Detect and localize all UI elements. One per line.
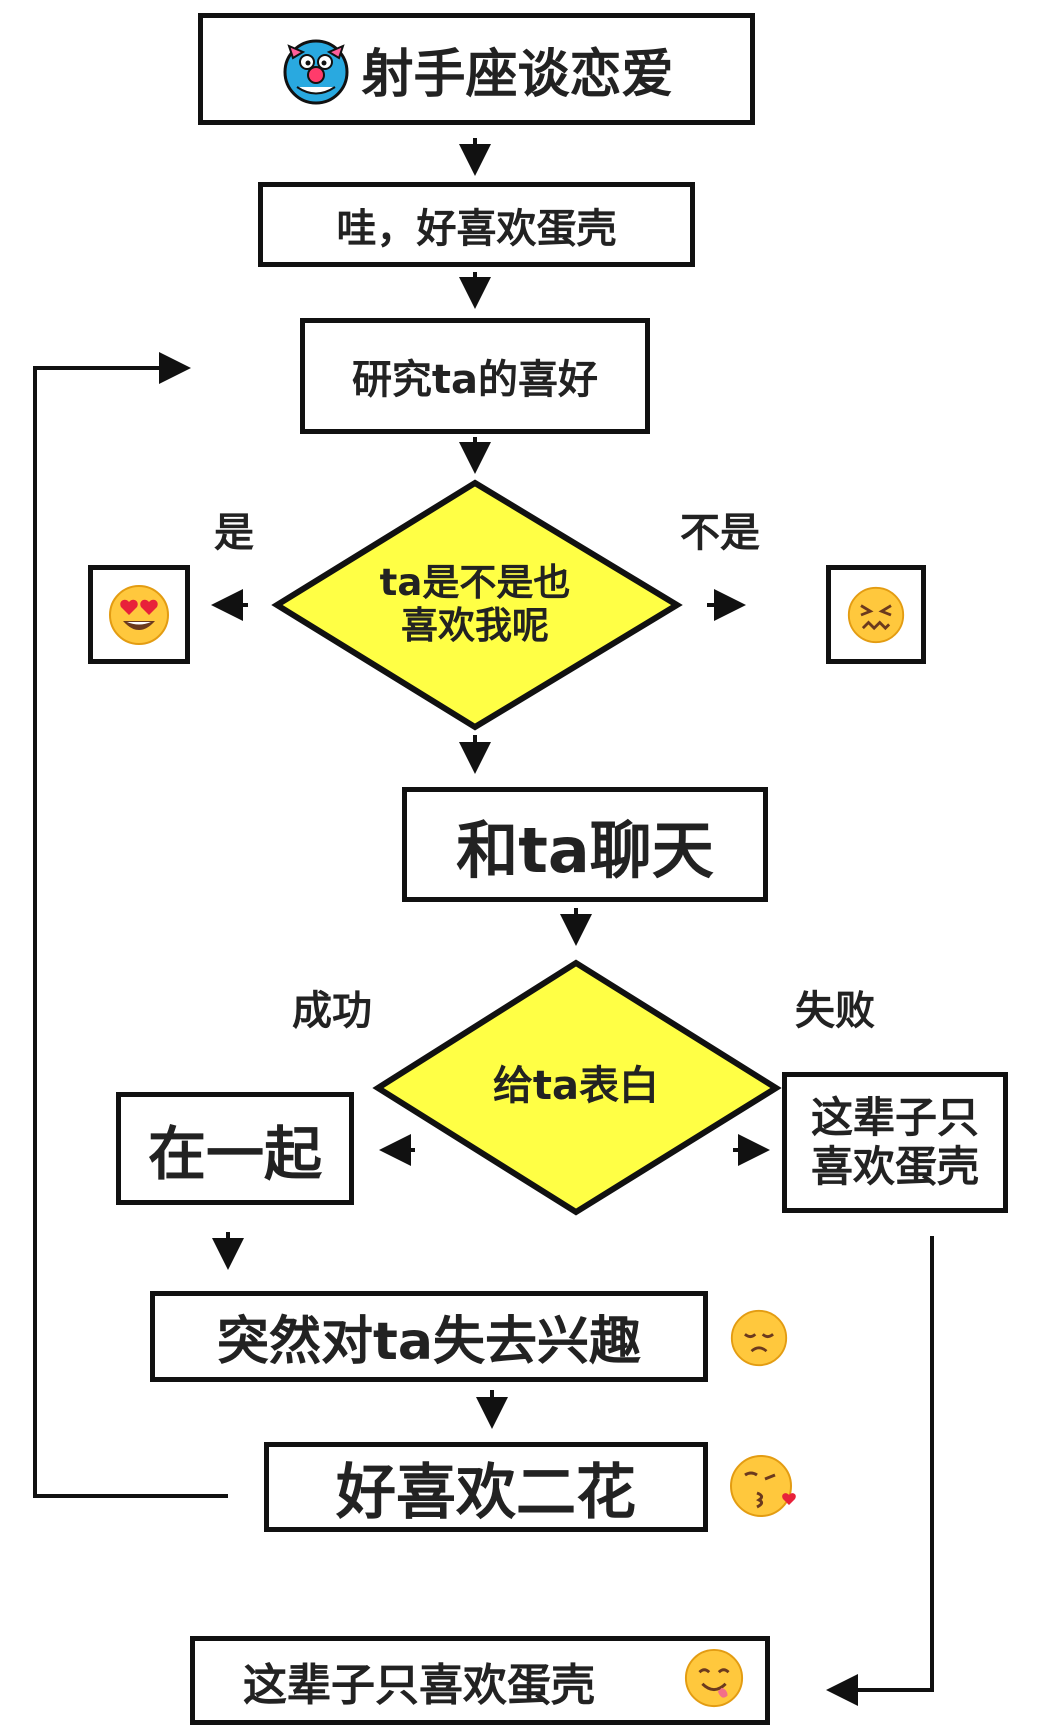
node-only-eggshell-line-1: 这辈子只 xyxy=(810,1093,979,1143)
disappointed-emoji-icon xyxy=(730,1309,788,1367)
no-result-box xyxy=(826,565,926,664)
node-like-erhua-text: 好喜欢二花 xyxy=(336,1457,636,1528)
decision1-text: ta是不是也 喜欢我呢 xyxy=(330,561,620,647)
node-research-preferences-text: 研究ta的喜好 xyxy=(351,357,599,403)
end-emoji xyxy=(681,1645,747,1711)
node-together: 在一起 xyxy=(116,1092,354,1205)
heart-eyes-emoji-icon xyxy=(109,584,169,645)
node-chat-text: 和ta聊天 xyxy=(456,813,714,887)
node-together-text: 在一起 xyxy=(147,1119,322,1188)
node-lose-interest-text: 突然对ta失去兴趣 xyxy=(217,1312,641,1372)
decision2-diamond xyxy=(372,959,782,1216)
like-erhua-emoji xyxy=(727,1451,805,1521)
label-success: 成功 xyxy=(292,988,372,1034)
loop-back-line xyxy=(33,352,228,1498)
decision1-line-1: ta是不是也 xyxy=(379,561,571,604)
fail-to-end-line xyxy=(826,1236,934,1706)
node-like-eggshell: 哇，好喜欢蛋壳 xyxy=(258,182,695,267)
node-research-preferences: 研究ta的喜好 xyxy=(300,318,650,434)
decision2-text: 给ta表白 xyxy=(492,1063,660,1109)
node-only-eggshell-side: 这辈子只 喜欢蛋壳 xyxy=(782,1072,1008,1213)
lose-interest-emoji xyxy=(727,1306,791,1370)
node-like-erhua: 好喜欢二花 xyxy=(264,1442,708,1532)
mascot-icon xyxy=(283,39,349,105)
decision1-line-2: 喜欢我呢 xyxy=(401,603,549,647)
node-only-eggshell-end-text: 这辈子只喜欢蛋壳 xyxy=(243,1659,595,1711)
node-only-eggshell-line-2: 喜欢蛋壳 xyxy=(810,1141,979,1191)
node-lose-interest: 突然对ta失去兴趣 xyxy=(150,1291,708,1382)
title-text: 射手座谈恋爱 xyxy=(361,44,674,105)
yes-result-box xyxy=(88,565,190,664)
kissing-heart-emoji-icon xyxy=(730,1455,796,1517)
label-fail: 失败 xyxy=(795,988,875,1034)
title-box: 射手座谈恋爱 xyxy=(198,13,755,125)
node-like-eggshell-text: 哇，好喜欢蛋壳 xyxy=(336,205,617,252)
node-chat: 和ta聊天 xyxy=(402,787,768,902)
decision1-diamond xyxy=(271,479,683,731)
node-only-eggshell-end: 这辈子只喜欢蛋壳 xyxy=(190,1636,770,1725)
label-no: 不是 xyxy=(680,510,760,556)
confounded-emoji-icon xyxy=(847,586,905,643)
label-yes: 是 xyxy=(214,510,254,556)
smiling-emoji-icon xyxy=(684,1648,744,1708)
